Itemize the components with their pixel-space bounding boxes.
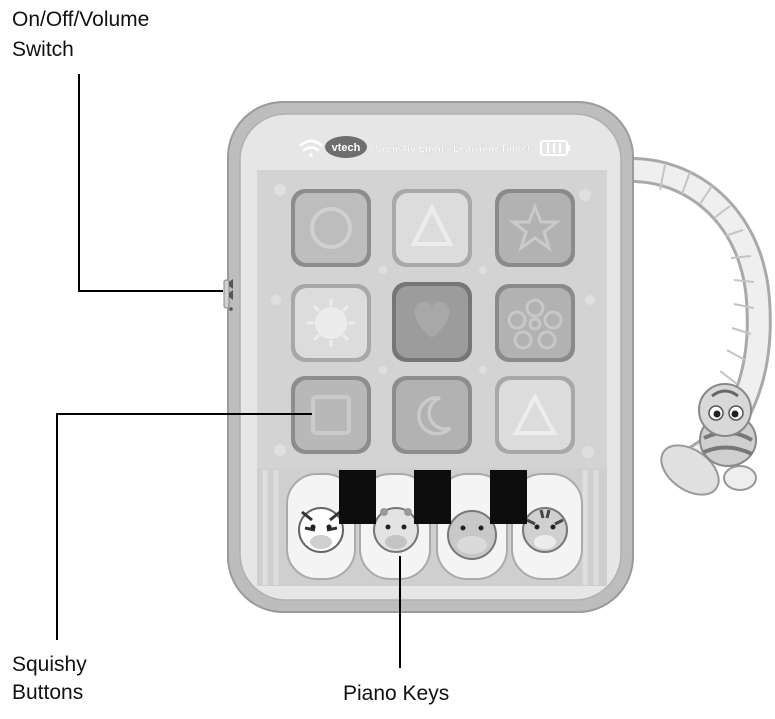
piano-key-hippo[interactable] [436, 473, 508, 580]
piano-black-key-1[interactable] [339, 470, 376, 524]
squishy-button-star[interactable] [495, 189, 575, 267]
callout-buttons-leader [56, 413, 312, 640]
callout-switch-label-line2: Switch [12, 38, 74, 61]
callout-buttons-label-line1: Squishy [12, 653, 87, 676]
callout-buttons-label-line2: Buttons [12, 681, 84, 704]
teether-ring [615, 156, 772, 496]
squishy-button-triangle-top[interactable] [392, 189, 472, 267]
squishy-button-moon[interactable] [392, 376, 472, 454]
callout-leader-lines [56, 74, 401, 668]
vtech-logo [325, 136, 367, 158]
callout-switch-leader [78, 74, 223, 292]
squishy-button-square[interactable] [291, 376, 371, 454]
piano-keys [257, 468, 607, 586]
squishy-button-sun[interactable] [291, 284, 371, 362]
piano-key-tiger[interactable] [511, 473, 583, 580]
squishy-button-heart[interactable] [392, 282, 472, 362]
piano-black-key-2[interactable] [414, 470, 451, 524]
callout-switch-label-line1: On/Off/Volume [12, 8, 150, 31]
squishy-buttons [291, 189, 575, 454]
tablet-body: vtech Squishy Lights Learning Tablet [223, 101, 634, 613]
squishy-button-flower[interactable] [495, 284, 575, 362]
piano-key-giraffe[interactable] [359, 473, 431, 580]
piano-key-zebra[interactable] [286, 473, 356, 580]
panel-pattern [271, 184, 595, 458]
wifi-icon [299, 139, 323, 157]
tablet-header: vtech Squishy Lights Learning Tablet [299, 136, 570, 158]
product-name: Squishy Lights Learning Tablet [375, 143, 531, 155]
squishy-button-triangle-bottom[interactable] [495, 376, 575, 454]
bee-character [660, 383, 757, 496]
battery-icon [540, 140, 570, 156]
squishy-button-circle[interactable] [291, 189, 371, 267]
on-off-volume-switch[interactable] [223, 279, 233, 311]
callout-piano-label: Piano Keys [343, 682, 450, 705]
piano-black-key-3[interactable] [490, 470, 527, 524]
vtech-logo-text: vtech [332, 142, 361, 154]
